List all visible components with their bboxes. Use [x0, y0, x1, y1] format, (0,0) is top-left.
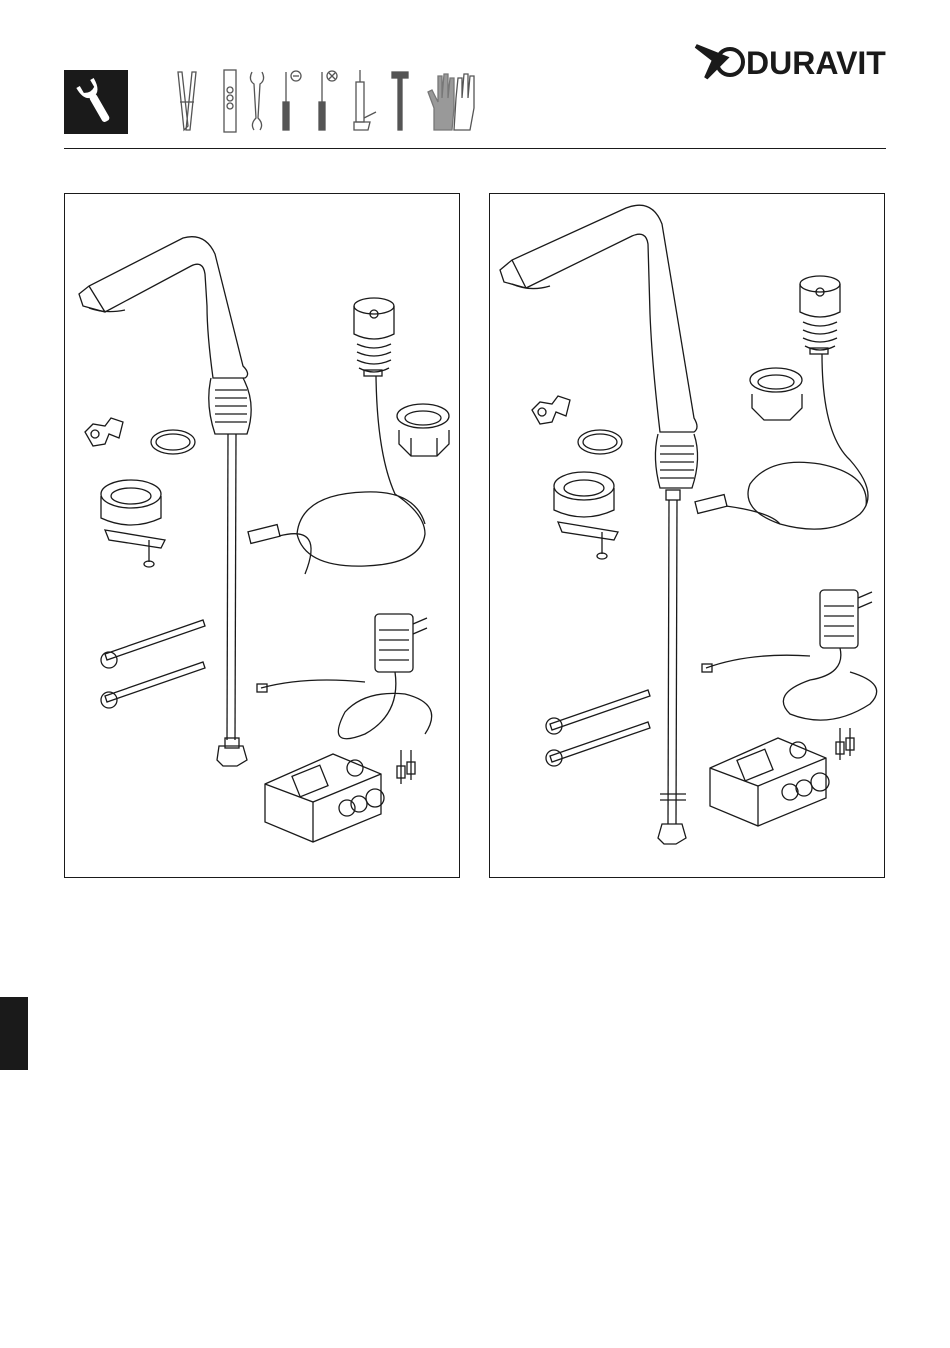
phillips-screwdriver-icon: [319, 71, 337, 130]
scope-of-delivery-panel-raised: [489, 193, 885, 878]
power-supply-icon: [702, 590, 877, 720]
fixing-set-icon: [554, 472, 618, 559]
mounting-nut-icon: [397, 404, 449, 456]
hammer-icon: [392, 72, 408, 130]
mounting-nut-icon: [750, 368, 802, 420]
brand-name: DURAVIT: [746, 45, 886, 81]
control-box-icon: [265, 754, 384, 842]
wrench-section-icon: [64, 70, 128, 134]
connector-cable-icon: [695, 495, 780, 524]
scope-of-delivery-panel-standard: [64, 193, 460, 878]
power-supply-icon: [257, 614, 432, 739]
screws-icon: [836, 728, 854, 760]
spirit-level-icon: [224, 70, 236, 132]
flex-hose-icon: [101, 620, 205, 708]
duravit-bird-icon: [696, 46, 743, 78]
brand-logo: DURAVIT: [692, 38, 888, 84]
key-icon: [85, 418, 123, 446]
screws-icon: [397, 750, 415, 784]
connector-cable-icon: [248, 525, 311, 574]
required-tools-row: [172, 68, 482, 134]
fixing-set-icon: [101, 480, 165, 567]
screw-clamp-icon: [178, 72, 196, 130]
faucet-icon: [500, 205, 698, 844]
key-icon: [532, 396, 570, 424]
slotted-screwdriver-icon: [283, 71, 301, 130]
silicone-gun-icon: [354, 70, 376, 130]
sensor-button-icon: [748, 276, 868, 529]
gloves-icon: [428, 74, 474, 130]
control-box-icon: [710, 738, 829, 826]
sensor-button-icon: [297, 298, 425, 566]
header-divider: [64, 148, 886, 149]
section-marker-tab: [0, 997, 28, 1070]
open-end-wrench-icon: [250, 72, 263, 130]
flex-hose-icon: [546, 690, 650, 766]
